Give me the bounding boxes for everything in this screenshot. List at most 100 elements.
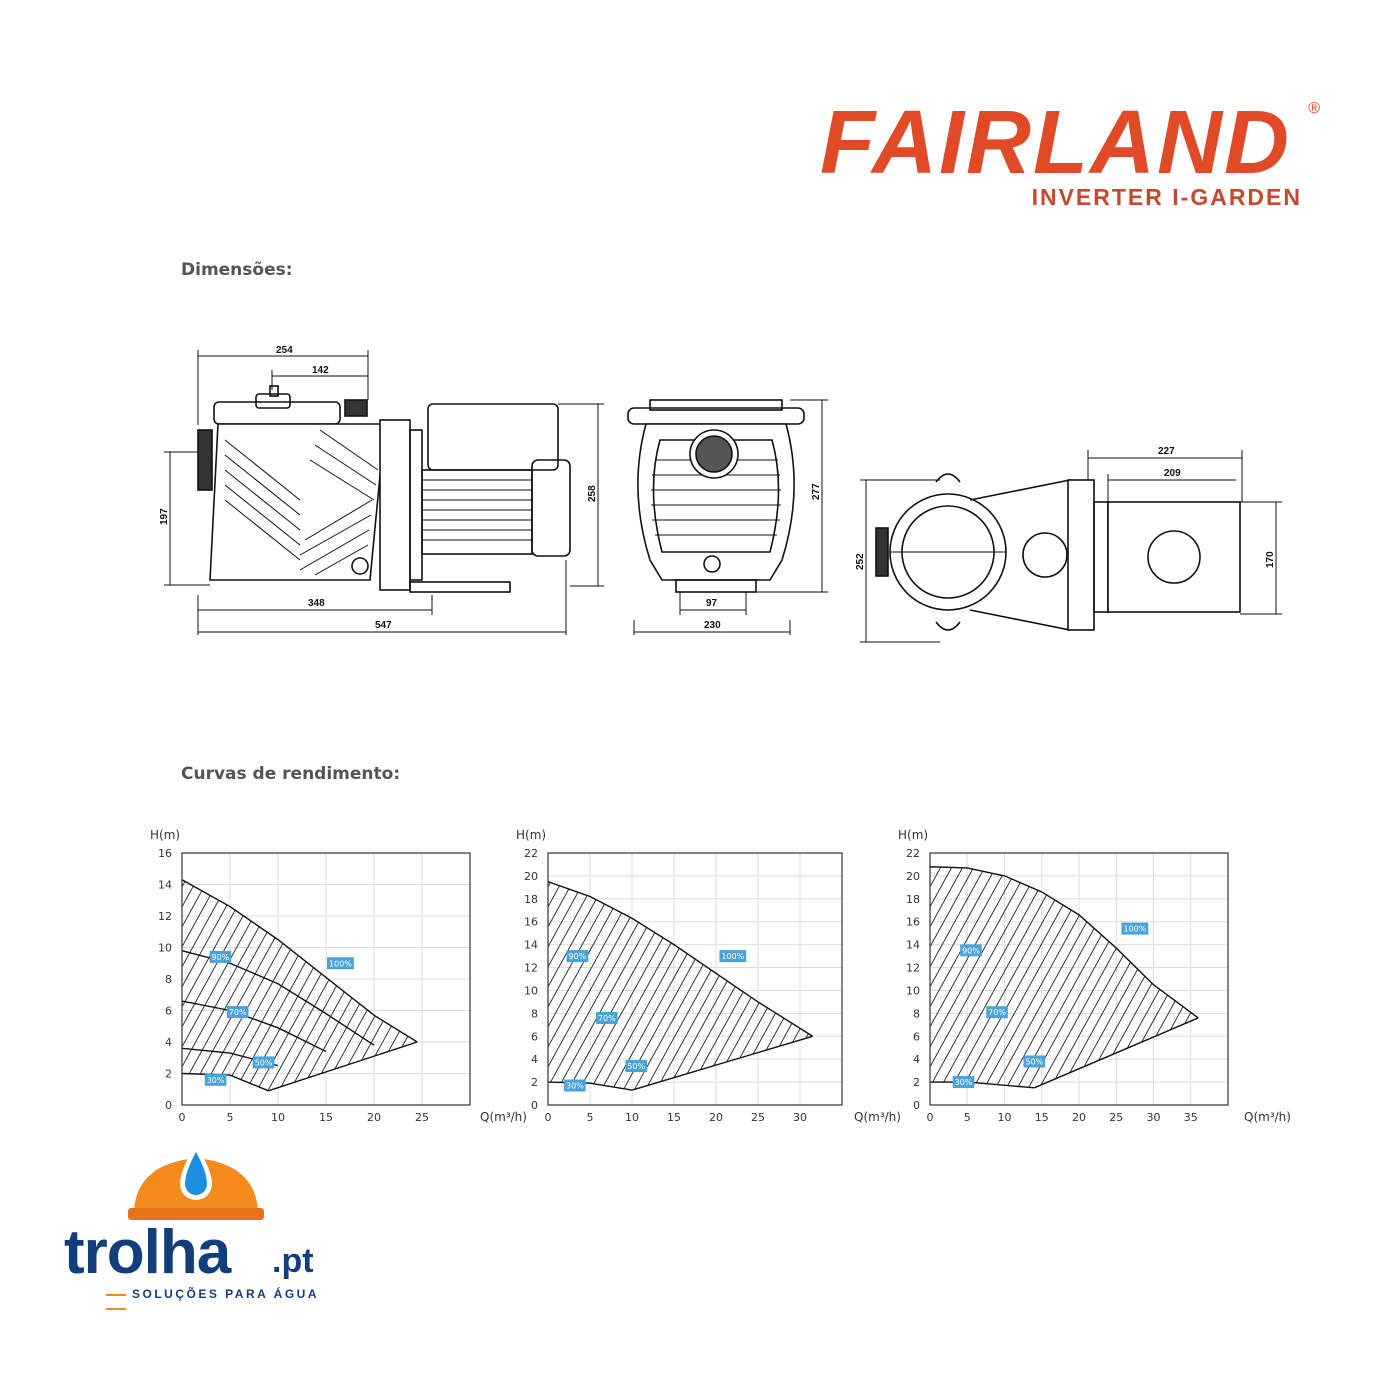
hatch-line: [1183, 866, 1199, 1088]
curves-title: Curvas de rendimento:: [181, 764, 401, 784]
hatch-line: [535, 853, 674, 1105]
hatch-line: [1051, 866, 1191, 1088]
x-tick-label: 5: [964, 1111, 971, 1124]
x-tick-label: 35: [1184, 1111, 1198, 1124]
y-tick-label: 2: [531, 1076, 538, 1089]
hatch-line: [1150, 866, 1199, 1088]
hatch-line: [790, 881, 813, 1091]
x-axis-label: Q(m³/h): [1244, 1110, 1291, 1124]
hatch-line: [1228, 853, 1300, 1105]
x-tick-label: 0: [179, 1111, 186, 1124]
hatch-line: [658, 881, 798, 1091]
hatch-line: [1044, 853, 1183, 1105]
curve-100pct: [181, 879, 418, 1043]
hatch-line: [603, 881, 743, 1091]
plot-frame: [181, 852, 471, 1106]
y-tick-label: 4: [165, 1036, 172, 1049]
y-tick-label: 10: [158, 942, 172, 955]
hatch-line: [989, 853, 1128, 1105]
dim-front-base: 97: [706, 598, 718, 609]
y-tick-label: 0: [165, 1099, 172, 1112]
hatch-line: [1106, 866, 1199, 1088]
x-tick-label: 25: [751, 1111, 765, 1124]
hatch-line: [1206, 853, 1300, 1105]
hatch-line: [645, 853, 784, 1105]
y-tick-label: 14: [158, 879, 172, 892]
badge-100pct: [1121, 922, 1149, 935]
x-tick-label: 0: [927, 1111, 934, 1124]
hatch-line: [766, 853, 905, 1105]
hatch-line: [1250, 853, 1300, 1105]
hatch-line: [548, 881, 688, 1091]
hatch-line: [680, 881, 813, 1091]
hatch-line: [1088, 853, 1227, 1105]
hatch-line: [835, 853, 974, 1105]
hatch-line: [713, 881, 813, 1091]
hatch-line: [140, 853, 157, 1105]
hatch-line: [930, 866, 1037, 1088]
badge-label: 90%: [962, 946, 980, 955]
x-tick-label: 10: [271, 1111, 285, 1124]
curve-end: [1034, 1017, 1199, 1089]
hatch-line: [678, 853, 817, 1105]
badge-30pct: [204, 1073, 227, 1086]
hatch-line: [930, 866, 938, 1088]
hatch-line: [502, 853, 641, 1105]
curve-end: [631, 1035, 813, 1091]
x-tick-label: 20: [1072, 1111, 1086, 1124]
hatch-line: [1040, 866, 1180, 1088]
hatch-line: [548, 881, 578, 1091]
top-view-dimension-lines: [860, 450, 1282, 643]
badge-70pct: [226, 1006, 249, 1019]
badge-100pct: [327, 957, 354, 970]
y-tick-label: 14: [524, 939, 538, 952]
badge-label: 30%: [566, 1082, 584, 1091]
y-tick-label: 2: [913, 1076, 920, 1089]
hatch-line: [1073, 866, 1199, 1088]
hatch-line: [901, 853, 1040, 1105]
curve-100pct: [929, 866, 1199, 1019]
hatch-line: [1095, 866, 1199, 1088]
hatch-line: [546, 853, 685, 1105]
hatch-line: [548, 881, 589, 1091]
x-tick-label: 15: [1035, 1111, 1049, 1124]
curve-100pct: [547, 880, 813, 1037]
x-tick-label: 20: [367, 1111, 381, 1124]
y-tick-label: 8: [531, 1007, 538, 1020]
hatch-line: [1194, 866, 1199, 1088]
y-tick-label: 20: [524, 870, 538, 883]
hatch-line: [868, 853, 1007, 1105]
y-axis-label: H(m): [898, 828, 928, 842]
y-tick-label: 16: [524, 916, 538, 929]
y-tick-label: 18: [524, 893, 538, 906]
hatch-line: [724, 881, 813, 1091]
curve-30pct: [547, 1081, 633, 1091]
dim-top-length: 227: [1158, 446, 1175, 457]
trolha-tagline: SOLUÇÕES PARA ÁGUA: [100, 1287, 342, 1315]
x-tick-label: 15: [667, 1111, 681, 1124]
x-tick-label: 30: [1147, 1111, 1161, 1124]
hatch-line: [1217, 853, 1300, 1105]
badge-label: 30%: [207, 1076, 225, 1085]
y-tick-label: 10: [524, 984, 538, 997]
hatch-line: [700, 853, 839, 1105]
y-tick-label: 16: [906, 916, 920, 929]
badge-30pct: [564, 1079, 586, 1092]
hatch-line: [930, 866, 1026, 1088]
hatch-line: [978, 853, 1117, 1105]
hatch-line: [491, 853, 630, 1105]
hatch-line: [722, 853, 861, 1105]
hatch-line: [1294, 853, 1300, 1105]
hatch-line: [985, 866, 1125, 1088]
y-tick-label: 14: [906, 939, 920, 952]
hatch-line: [1000, 853, 1139, 1105]
hatch-line: [746, 881, 813, 1091]
hatch-line: [930, 866, 971, 1088]
badge-70pct: [986, 1006, 1008, 1019]
hatch-line: [945, 853, 1084, 1105]
hatch-line: [857, 853, 996, 1105]
hatch-line: [480, 853, 619, 1105]
hatch-line: [768, 881, 813, 1091]
trolha-wordmark: trolha: [64, 1218, 231, 1287]
